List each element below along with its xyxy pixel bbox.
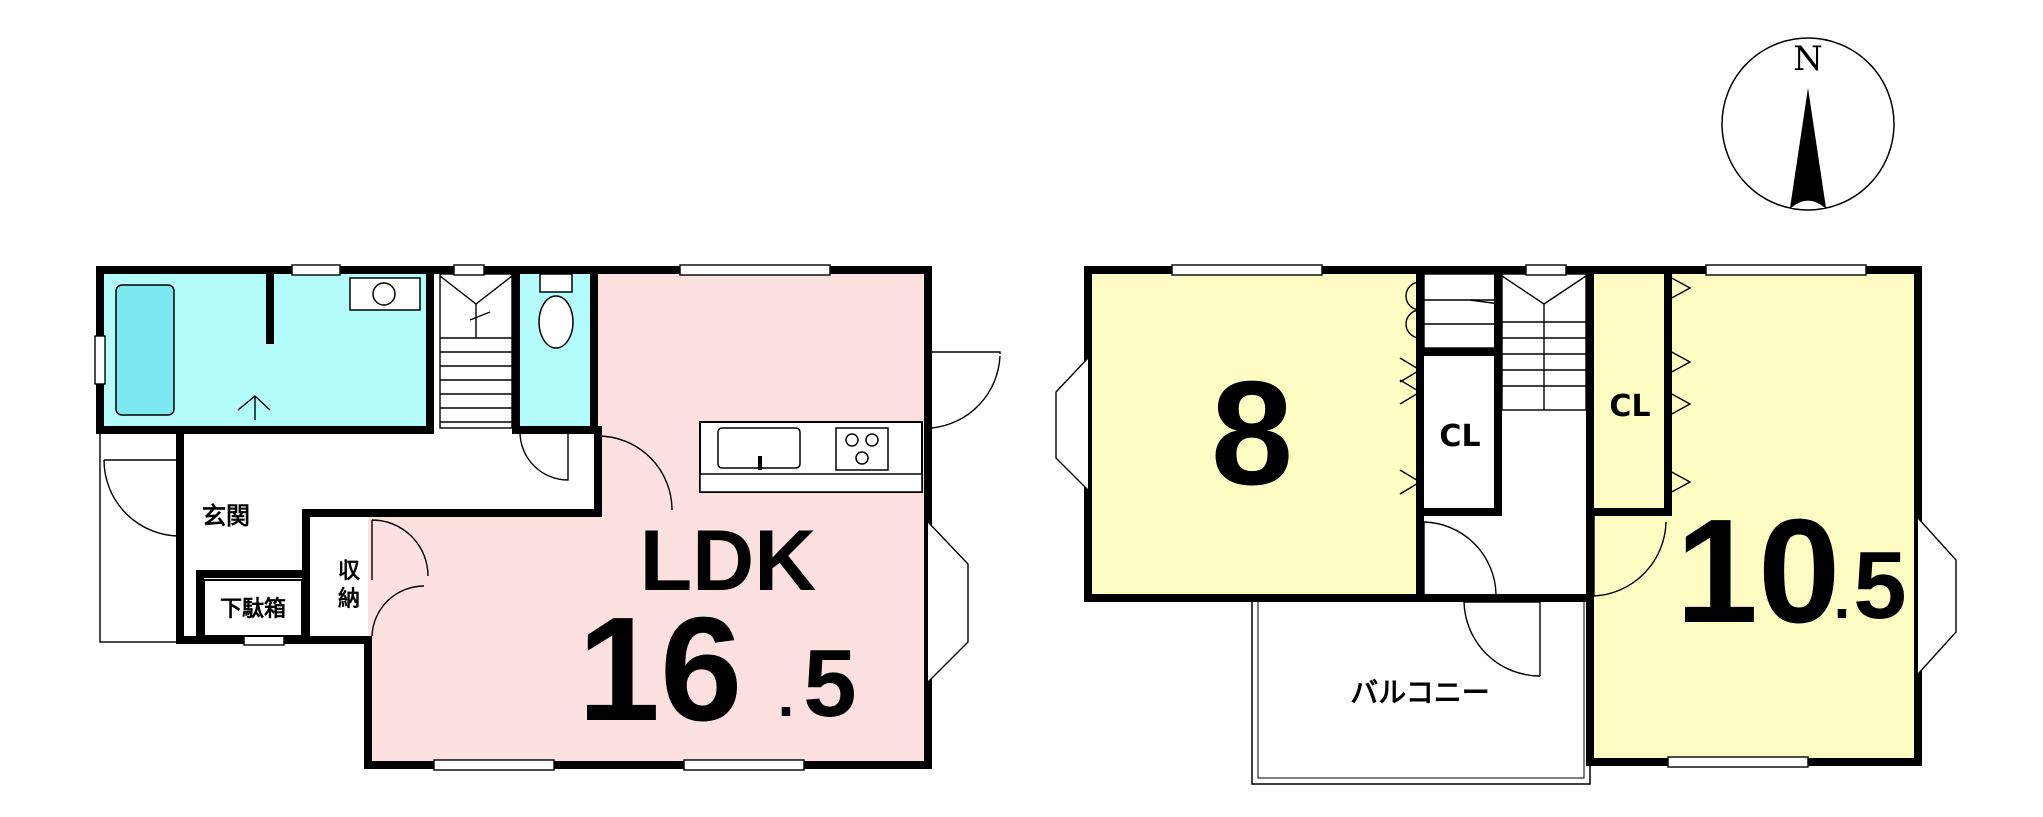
shoe-box xyxy=(203,579,303,637)
ldk-label: LDK xyxy=(640,513,817,609)
door-entrance xyxy=(103,459,181,537)
toilet-fill xyxy=(516,270,594,430)
compass-north-label: N xyxy=(1793,39,1823,79)
door-ldk-east xyxy=(931,351,1001,429)
entrance-porch xyxy=(99,429,181,643)
compass: N xyxy=(1721,37,1895,211)
room-east-size-dot: . xyxy=(1834,564,1851,631)
bathtub xyxy=(115,284,175,416)
room-east-size-decimal: 5 xyxy=(1853,532,1906,639)
ldk-size-integer: 16 xyxy=(578,587,743,752)
closet-doors-east xyxy=(1667,275,1692,495)
door-bath xyxy=(237,395,271,420)
staircase-2f xyxy=(1423,273,1587,411)
closet-doors-west xyxy=(1399,281,1422,495)
ldk-fill xyxy=(368,270,928,765)
bay-window-1f xyxy=(927,521,969,683)
second-floor: 8 CL CL バルコニー 10 . 5 xyxy=(1055,264,1957,785)
room-east-size-integer: 10 xyxy=(1676,489,1841,654)
door-hall-ldk xyxy=(597,435,673,511)
balcony-label: バルコニー xyxy=(1350,676,1489,709)
ldk-size-dot: . xyxy=(778,662,795,729)
closet-2-label: CL xyxy=(1609,389,1650,424)
kitchen-counter xyxy=(699,421,923,493)
windows-2f xyxy=(1171,264,1867,768)
ldk-size-decimal: 5 xyxy=(803,630,856,737)
storage-label: 収 納 xyxy=(338,559,368,612)
first-floor: 玄関 下駄箱 収 納 LDK 16 . 5 xyxy=(94,264,1001,771)
second-floor-outer-wall xyxy=(1084,266,1922,766)
room-west-size: 8 xyxy=(1211,351,1293,516)
entrance-label: 玄関 xyxy=(202,502,250,530)
staircase-1f xyxy=(439,273,513,429)
door-room-east xyxy=(1593,516,1667,597)
balcony xyxy=(1251,597,1591,785)
door-storage xyxy=(371,519,429,637)
shoe-box-label: 下駄箱 xyxy=(220,596,286,622)
door-balcony xyxy=(1463,601,1541,677)
bay-window-2f-east xyxy=(1917,517,1957,675)
bay-window-2f-west xyxy=(1055,357,1089,491)
door-room-west xyxy=(1423,521,1497,596)
toilet xyxy=(539,273,573,293)
room-west-fill xyxy=(1088,270,1420,598)
compass-needle xyxy=(1790,88,1826,208)
door-toilet xyxy=(519,431,569,481)
first-floor-outer-wall xyxy=(96,266,932,769)
closet-1-label: CL xyxy=(1439,419,1480,454)
